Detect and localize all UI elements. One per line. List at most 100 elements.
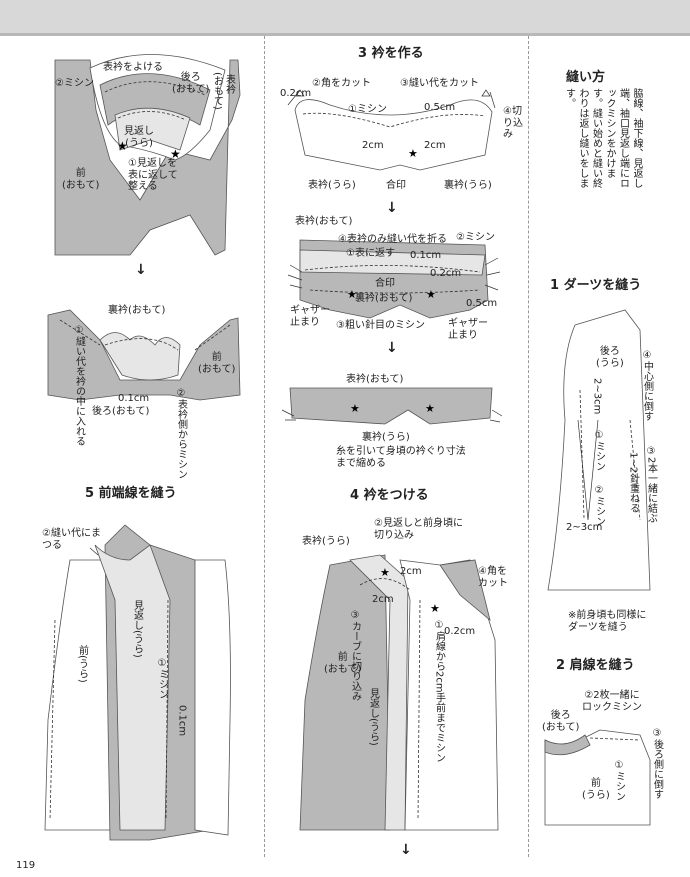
label-ushiro-ura: 後ろ (うら) — [596, 346, 624, 369]
label-gather-right: ギャザー 止まり — [448, 318, 488, 341]
label-mae-omote: 前 (おもて) — [62, 168, 100, 191]
page-number: 119 — [16, 860, 36, 871]
label-nui-cut: ③縫い代をカット — [400, 78, 479, 89]
label-mishin-3: ①ミシン — [348, 104, 387, 115]
label-lock: ②2枚一緒に ロックミシン — [582, 690, 642, 713]
column-divider — [264, 36, 265, 857]
label-aijirushi: 合印 — [386, 180, 406, 191]
label-kado-cut-4: ④角を カット — [478, 566, 508, 589]
label-ushiro-gawa: ③後ろ側に倒す — [651, 728, 663, 799]
label-dim-5: 0.1cm — [176, 705, 188, 737]
svg-text:★: ★ — [380, 566, 390, 579]
label-dim-02-4: 0.2cm — [444, 626, 476, 637]
collar-attach-vest: ★ ★ — [299, 554, 499, 831]
section1-title: 1 ダーツを縫う — [550, 278, 642, 293]
svg-text:★: ★ — [430, 602, 440, 615]
fig5-vest — [44, 524, 231, 841]
down-arrow-icon: ↓ — [135, 262, 147, 278]
label-step2-kirikomi: ②見返しと前身頃に 切り込み — [374, 518, 463, 541]
label-dim-2a: 2cm — [362, 140, 384, 151]
label-dim-23: 2~3cm — [591, 378, 603, 415]
label-mikaeshi-ura-5: 見返し(うら) — [131, 600, 143, 658]
section3-title: 3 衿を作る — [358, 46, 424, 61]
label-ushiro-omote: 後ろ (おもて) — [172, 72, 210, 95]
label-omote-eri-ura-4: 表衿(うら) — [302, 536, 350, 547]
label-omote-eri: 表衿 — [223, 74, 235, 94]
label-aijirushi-b: 合印 — [375, 278, 395, 289]
label-dim-2b: 2cm — [424, 140, 446, 151]
label-dim-01-b: 0.1cm — [410, 250, 442, 261]
label-kiri-komi: ④切り込み — [503, 106, 523, 140]
label-mae-omote-2: 前 (おもて) — [198, 352, 236, 375]
collar-pieces-top: ★ — [287, 89, 496, 171]
fig2-shape — [47, 309, 241, 401]
section4-title: 4 衿をつける — [350, 488, 429, 503]
label-step1-katasen: ①肩線から2cm手前までミシン — [433, 620, 445, 763]
label-omote-eri-omote-b: 表衿(おもて) — [295, 216, 353, 227]
label-omote-eri-omote-c: 表衿(おもて) — [346, 374, 404, 385]
label-step1-kaesu: ①見返しを表に返して整える — [128, 158, 178, 192]
label-dim-02-b: 0.2cm — [430, 268, 462, 279]
label-chushin: ④中心側に倒す — [641, 350, 653, 421]
label-mikaeshi-ura-4: 見返し(うら) — [367, 688, 379, 746]
fig1-shape: ★ ★ — [54, 54, 241, 256]
label-dim-05-b: 0.5cm — [466, 298, 498, 309]
shoulder-pieces — [544, 729, 651, 826]
down-arrow-icon: ↓ — [400, 842, 412, 858]
label-gather-note: 糸を引いて身頃の衿ぐり寸法 まで縮める — [336, 446, 466, 469]
label-dim-02: 0.2cm — [280, 88, 312, 99]
collar-finished: ★ ★ — [281, 387, 503, 425]
label-omote-eri-yokeru: 表衿をよける — [103, 62, 163, 73]
label-dim-2a-4: 2cm — [400, 566, 422, 577]
top-banner — [0, 0, 690, 36]
label-mishin-b: ②ミシン — [593, 485, 605, 526]
label-kado-cut: ②角をカット — [312, 78, 371, 89]
label-mishin-a: ①ミシン — [593, 430, 605, 471]
down-arrow-icon: ↓ — [386, 200, 398, 216]
label-step1-kaesu-b: ①表に返す — [346, 248, 395, 259]
label-omote-eri-ura: 表衿(うら) — [308, 180, 356, 191]
intro-text: 脇線、袖下線、見返し端、袖口見返し端にロックミシンをかけます。縫い始めと縫い終わ… — [563, 88, 643, 188]
label-step4-oru: ④表衿のみ縫い代を折る — [338, 234, 447, 245]
label-gather-left: ギャザー 止まり — [290, 305, 330, 328]
column-divider — [528, 36, 529, 857]
label-mishin-2: ①ミシン — [613, 760, 625, 801]
label-ushiro-omote-2: 後ろ(おもて) — [92, 406, 150, 417]
label-ushiro-omote-2: 後ろ (おもて) — [542, 710, 580, 733]
label-step3-arai: ③粗い針目のミシン — [336, 320, 425, 331]
label-two-musubu: ③2本一緒に結ぶ — [645, 446, 657, 524]
label-katamusubi: 1~2針重ねる — [627, 452, 639, 514]
label-omote-eri-gawa: ②表衿側からミシン — [175, 388, 187, 479]
label-step2-mishin-b: ②ミシン — [456, 232, 495, 243]
label-dim-01: 0.1cm — [118, 393, 150, 404]
section5-title: 5 前端線を縫う — [85, 486, 177, 501]
label-nui-shiro: ①縫い代を衿の中に入れる — [73, 325, 85, 446]
collar-pieces-gathered: ★ ★ — [287, 239, 501, 319]
svg-text:★: ★ — [117, 139, 128, 153]
label-matsuru: ②縫い代にまつる — [42, 528, 101, 551]
label-ura-eri-omote-b: 裏衿(おもて) — [355, 293, 413, 304]
label-mishin-5: ①ミシン — [156, 658, 168, 699]
label-mishin: ②ミシン — [55, 78, 94, 89]
down-arrow-icon: ↓ — [386, 340, 398, 356]
label-dim-23b: 2~3cm — [566, 522, 603, 533]
svg-text:★: ★ — [425, 402, 435, 415]
label-curve-kirikomi: ③カーブに切り込み — [349, 610, 361, 701]
svg-text:★: ★ — [347, 288, 357, 301]
label-omote-eri-omote: (おもて) — [211, 72, 223, 110]
label-ura-eri-ura: 裏衿(うら) — [444, 180, 492, 191]
dart-back-piece — [547, 309, 651, 591]
svg-text:★: ★ — [350, 402, 360, 415]
label-mae-ura-5: 前(うら) — [76, 645, 88, 683]
section2-title: 2 肩線を縫う — [556, 658, 635, 673]
svg-text:★: ★ — [408, 147, 418, 160]
label-ura-eri-ura-c: 裏衿(うら) — [362, 432, 410, 443]
svg-text:★: ★ — [170, 147, 181, 161]
svg-text:★: ★ — [426, 288, 436, 301]
label-dim-2b-4: 2cm — [372, 594, 394, 605]
dart-note: ※前身頃も同様に ダーツを縫う — [568, 610, 647, 633]
label-dim-05: 0.5cm — [424, 102, 456, 113]
label-ura-eri-omote: 裏衿(おもて) — [108, 305, 166, 316]
intro-title: 縫い方 — [566, 70, 606, 85]
